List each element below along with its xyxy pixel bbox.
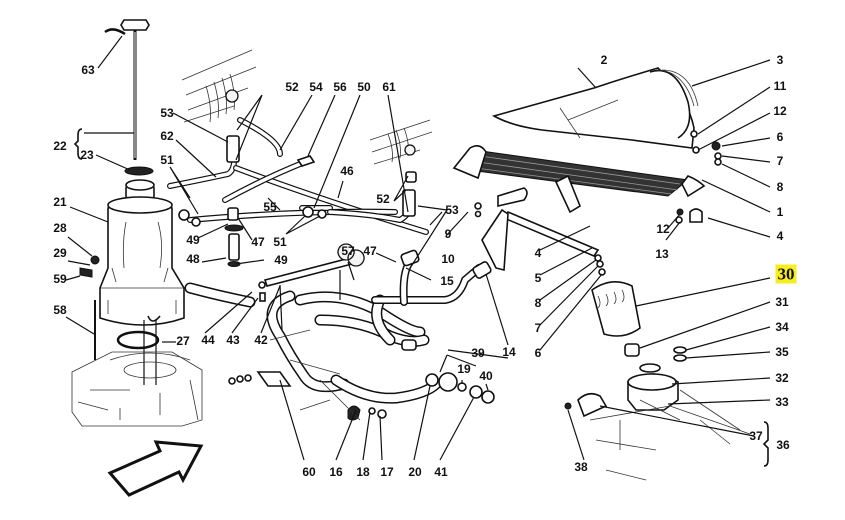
callout-8-top: 8: [776, 180, 784, 194]
oil-filter-assembly: [564, 281, 751, 481]
callout-51-mid: 51: [273, 235, 287, 249]
callout-54: 54: [309, 80, 323, 94]
callout-41: 41: [434, 465, 448, 479]
air-intake-duct: [491, 67, 699, 149]
callout-49-left: 49: [186, 233, 200, 247]
callout-12-top: 12: [773, 104, 787, 118]
callout-2: 2: [600, 53, 608, 67]
engine-block-left: [71, 351, 203, 427]
callout-7-top: 7: [776, 154, 784, 168]
callout-21: 21: [53, 195, 67, 209]
brackets: [228, 243, 365, 421]
callout-52-left: 52: [285, 80, 299, 94]
callout-23: 23: [80, 148, 94, 162]
breather-lines: [167, 117, 429, 267]
callout-51-left: 51: [160, 153, 174, 167]
callout-61: 61: [382, 80, 396, 94]
intake-manifold-right: [369, 119, 433, 165]
callout-38: 38: [574, 460, 588, 474]
callout-6-top: 6: [776, 130, 784, 144]
callout-15: 15: [440, 274, 454, 288]
front-direction-arrow: [107, 440, 204, 497]
callout-39: 39: [471, 346, 485, 360]
intake-manifold-left: [181, 49, 257, 123]
callout-49-mid: 49: [274, 253, 288, 267]
callout-50: 50: [357, 80, 371, 94]
callout-32: 32: [775, 371, 789, 385]
callout-35: 35: [775, 345, 789, 359]
callout-1: 1: [776, 205, 784, 219]
callout-22: 22: [53, 139, 67, 153]
callout-28: 28: [53, 221, 67, 235]
callout-42: 42: [254, 333, 268, 347]
callout-7-bottom: 7: [534, 321, 542, 335]
callout-17: 17: [380, 465, 394, 479]
callout-18: 18: [356, 465, 370, 479]
callout-20: 20: [408, 465, 422, 479]
callout-57: 57: [341, 244, 355, 258]
callout-40: 40: [479, 369, 493, 383]
callout-62: 62: [160, 129, 174, 143]
callout-48: 48: [186, 252, 200, 266]
callout-43: 43: [226, 333, 240, 347]
callout-63: 63: [81, 63, 95, 77]
callout-10: 10: [441, 252, 455, 266]
dipstick: [104, 19, 154, 176]
callout-36: 36: [776, 438, 790, 452]
callout-4-right: 4: [776, 229, 784, 243]
callout-53-left: 53: [160, 106, 174, 120]
callout-9: 9: [444, 227, 452, 241]
callout-46: 46: [340, 164, 354, 178]
callout-55: 55: [263, 200, 277, 214]
callout-4-left: 4: [534, 246, 542, 260]
callout-53-right: 53: [445, 203, 459, 217]
callout-56: 56: [333, 80, 347, 94]
oil-reservoir: [79, 179, 186, 385]
callout-12-bottom: 12: [656, 222, 670, 236]
callout-16: 16: [329, 465, 343, 479]
callout-37: 37: [749, 429, 763, 443]
callout-8-bottom: 8: [534, 296, 542, 310]
callout-33: 33: [775, 395, 789, 409]
callout-52-right: 52: [376, 192, 390, 206]
callout-3: 3: [776, 53, 784, 67]
callout-44: 44: [201, 333, 215, 347]
callout-59: 59: [53, 272, 67, 286]
callout-19: 19: [457, 362, 471, 376]
leader-lines: [65, 35, 771, 467]
callout-34: 34: [775, 320, 789, 334]
callout-27: 27: [176, 334, 190, 348]
callout-47-left: 47: [251, 235, 265, 249]
callout-6-bottom: 6: [534, 346, 542, 360]
callout-30-highlighted[interactable]: 30: [775, 264, 797, 284]
callout-13: 13: [655, 247, 669, 261]
callout-60: 60: [302, 465, 316, 479]
air-filter-core: [452, 130, 722, 276]
callout-58: 58: [53, 303, 67, 317]
callout-47-right: 47: [363, 244, 377, 258]
callout-11: 11: [773, 79, 787, 93]
callout-29: 29: [53, 246, 67, 260]
callout-5: 5: [534, 271, 542, 285]
callout-14: 14: [502, 345, 516, 359]
callout-31: 31: [775, 295, 789, 309]
